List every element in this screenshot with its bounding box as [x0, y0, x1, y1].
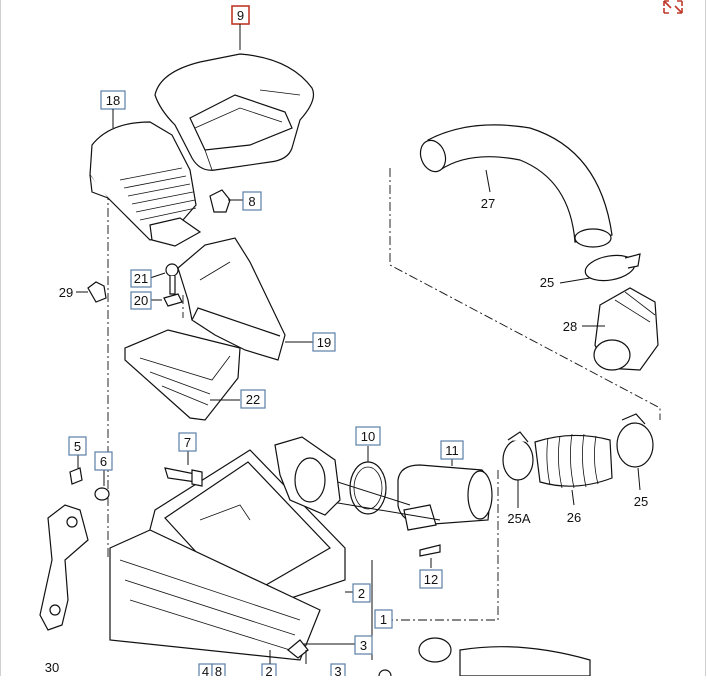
callout-part-2-bottom[interactable]: 2: [261, 663, 277, 679]
callout-label-2-bottom: 2: [265, 664, 272, 676]
callout-label-26: 26: [567, 510, 581, 525]
callout-part-21[interactable]: 21: [130, 269, 152, 288]
air-inlet-snorkel: [124, 329, 241, 421]
callout-label-25-top: 25: [540, 275, 554, 290]
callout-part-3[interactable]: 3: [354, 635, 373, 655]
callout-part-19[interactable]: 19: [312, 332, 336, 352]
callout-label-20: 20: [134, 293, 148, 308]
air-filter-housing: [109, 436, 346, 661]
hose-clamp-25-top: [559, 253, 641, 284]
callout-label-19: 19: [317, 335, 331, 350]
callout-part-12[interactable]: 12: [419, 569, 443, 589]
intake-hose-27: [419, 124, 613, 248]
callout-part-1[interactable]: 1: [374, 609, 393, 629]
callout-label-10: 10: [361, 429, 375, 444]
callout-label-8-bottom: 8: [215, 664, 222, 676]
callout-part-30[interactable]: 30: [45, 660, 59, 675]
callout-label-21: 21: [134, 271, 148, 286]
callout-part-27[interactable]: 27: [481, 196, 495, 211]
boundary-line-right-bottom: [380, 470, 499, 621]
callout-label-27: 27: [481, 196, 495, 211]
callout-label-12: 12: [424, 572, 438, 587]
bottom-clamp: [418, 637, 591, 677]
callout-label-25a: 25A: [507, 511, 530, 526]
bolt-and-nut: [149, 263, 183, 307]
callout-label-8: 8: [248, 194, 255, 209]
bracket-part-30: [39, 504, 89, 631]
callout-label-11: 11: [445, 443, 459, 458]
callout-label-2: 2: [358, 586, 365, 601]
callout-label-18: 18: [106, 93, 120, 108]
callout-part-25a[interactable]: 25A: [507, 511, 530, 526]
assembly-line-2: [319, 499, 441, 521]
callout-part-7[interactable]: 7: [178, 432, 197, 452]
callout-part-22[interactable]: 22: [240, 389, 266, 409]
callout-part-28[interactable]: 28: [563, 319, 577, 334]
air-duct-lower: [177, 237, 315, 361]
callout-label-22: 22: [246, 392, 260, 407]
o-ring-10: [349, 446, 387, 515]
callout-label-3-bottom: 3: [334, 664, 341, 676]
clip-part-8: [209, 189, 243, 213]
callout-label-9: 9: [237, 8, 244, 23]
elbow-connector-28: [582, 287, 659, 371]
boundary-line-right-top: [389, 168, 661, 420]
callout-part-11[interactable]: 11: [440, 440, 464, 460]
callout-part-8[interactable]: 8: [242, 191, 262, 211]
callout-part-10[interactable]: 10: [355, 426, 381, 446]
callout-part-25-top[interactable]: 25: [540, 275, 554, 290]
corrugated-hose-26: [534, 433, 613, 506]
hose-clamp-25-right: [616, 413, 654, 491]
intake-elbow-bellows: [89, 121, 202, 247]
air-duct-upper: [154, 53, 315, 171]
callout-label-4: 4: [202, 664, 209, 676]
callout-part-26[interactable]: 26: [567, 510, 581, 525]
callout-label-29: 29: [59, 285, 73, 300]
callout-label-5: 5: [74, 439, 81, 454]
callout-label-28: 28: [563, 319, 577, 334]
callout-part-5[interactable]: 5: [68, 436, 87, 456]
callout-part-18[interactable]: 18: [100, 90, 126, 128]
callout-part-2[interactable]: 2: [352, 583, 371, 603]
callout-label-25-right: 25: [634, 494, 648, 509]
screw-part-12: [419, 544, 441, 568]
washer-part-6: [94, 470, 110, 501]
callout-part-6[interactable]: 6: [94, 451, 113, 471]
bolt-part-7: [164, 448, 203, 487]
callout-part-9[interactable]: 9: [231, 5, 250, 50]
clip-part-3: [287, 639, 309, 659]
expand-arrows-icon[interactable]: [660, 0, 686, 14]
clip-part-29: [76, 281, 107, 303]
callout-label-30: 30: [45, 660, 59, 675]
hose-clamp-25a: [502, 431, 534, 508]
callout-part-25-right[interactable]: 25: [634, 494, 648, 509]
callout-part-20[interactable]: 20: [130, 291, 152, 310]
callout-label-7: 7: [184, 435, 191, 450]
callout-part-29[interactable]: 29: [59, 285, 73, 300]
grommet-part-5: [69, 455, 83, 485]
callout-label-3: 3: [360, 638, 367, 653]
callout-label-1: 1: [380, 612, 387, 627]
callout-label-6: 6: [100, 454, 107, 469]
air-mass-meter-11: [397, 448, 493, 531]
